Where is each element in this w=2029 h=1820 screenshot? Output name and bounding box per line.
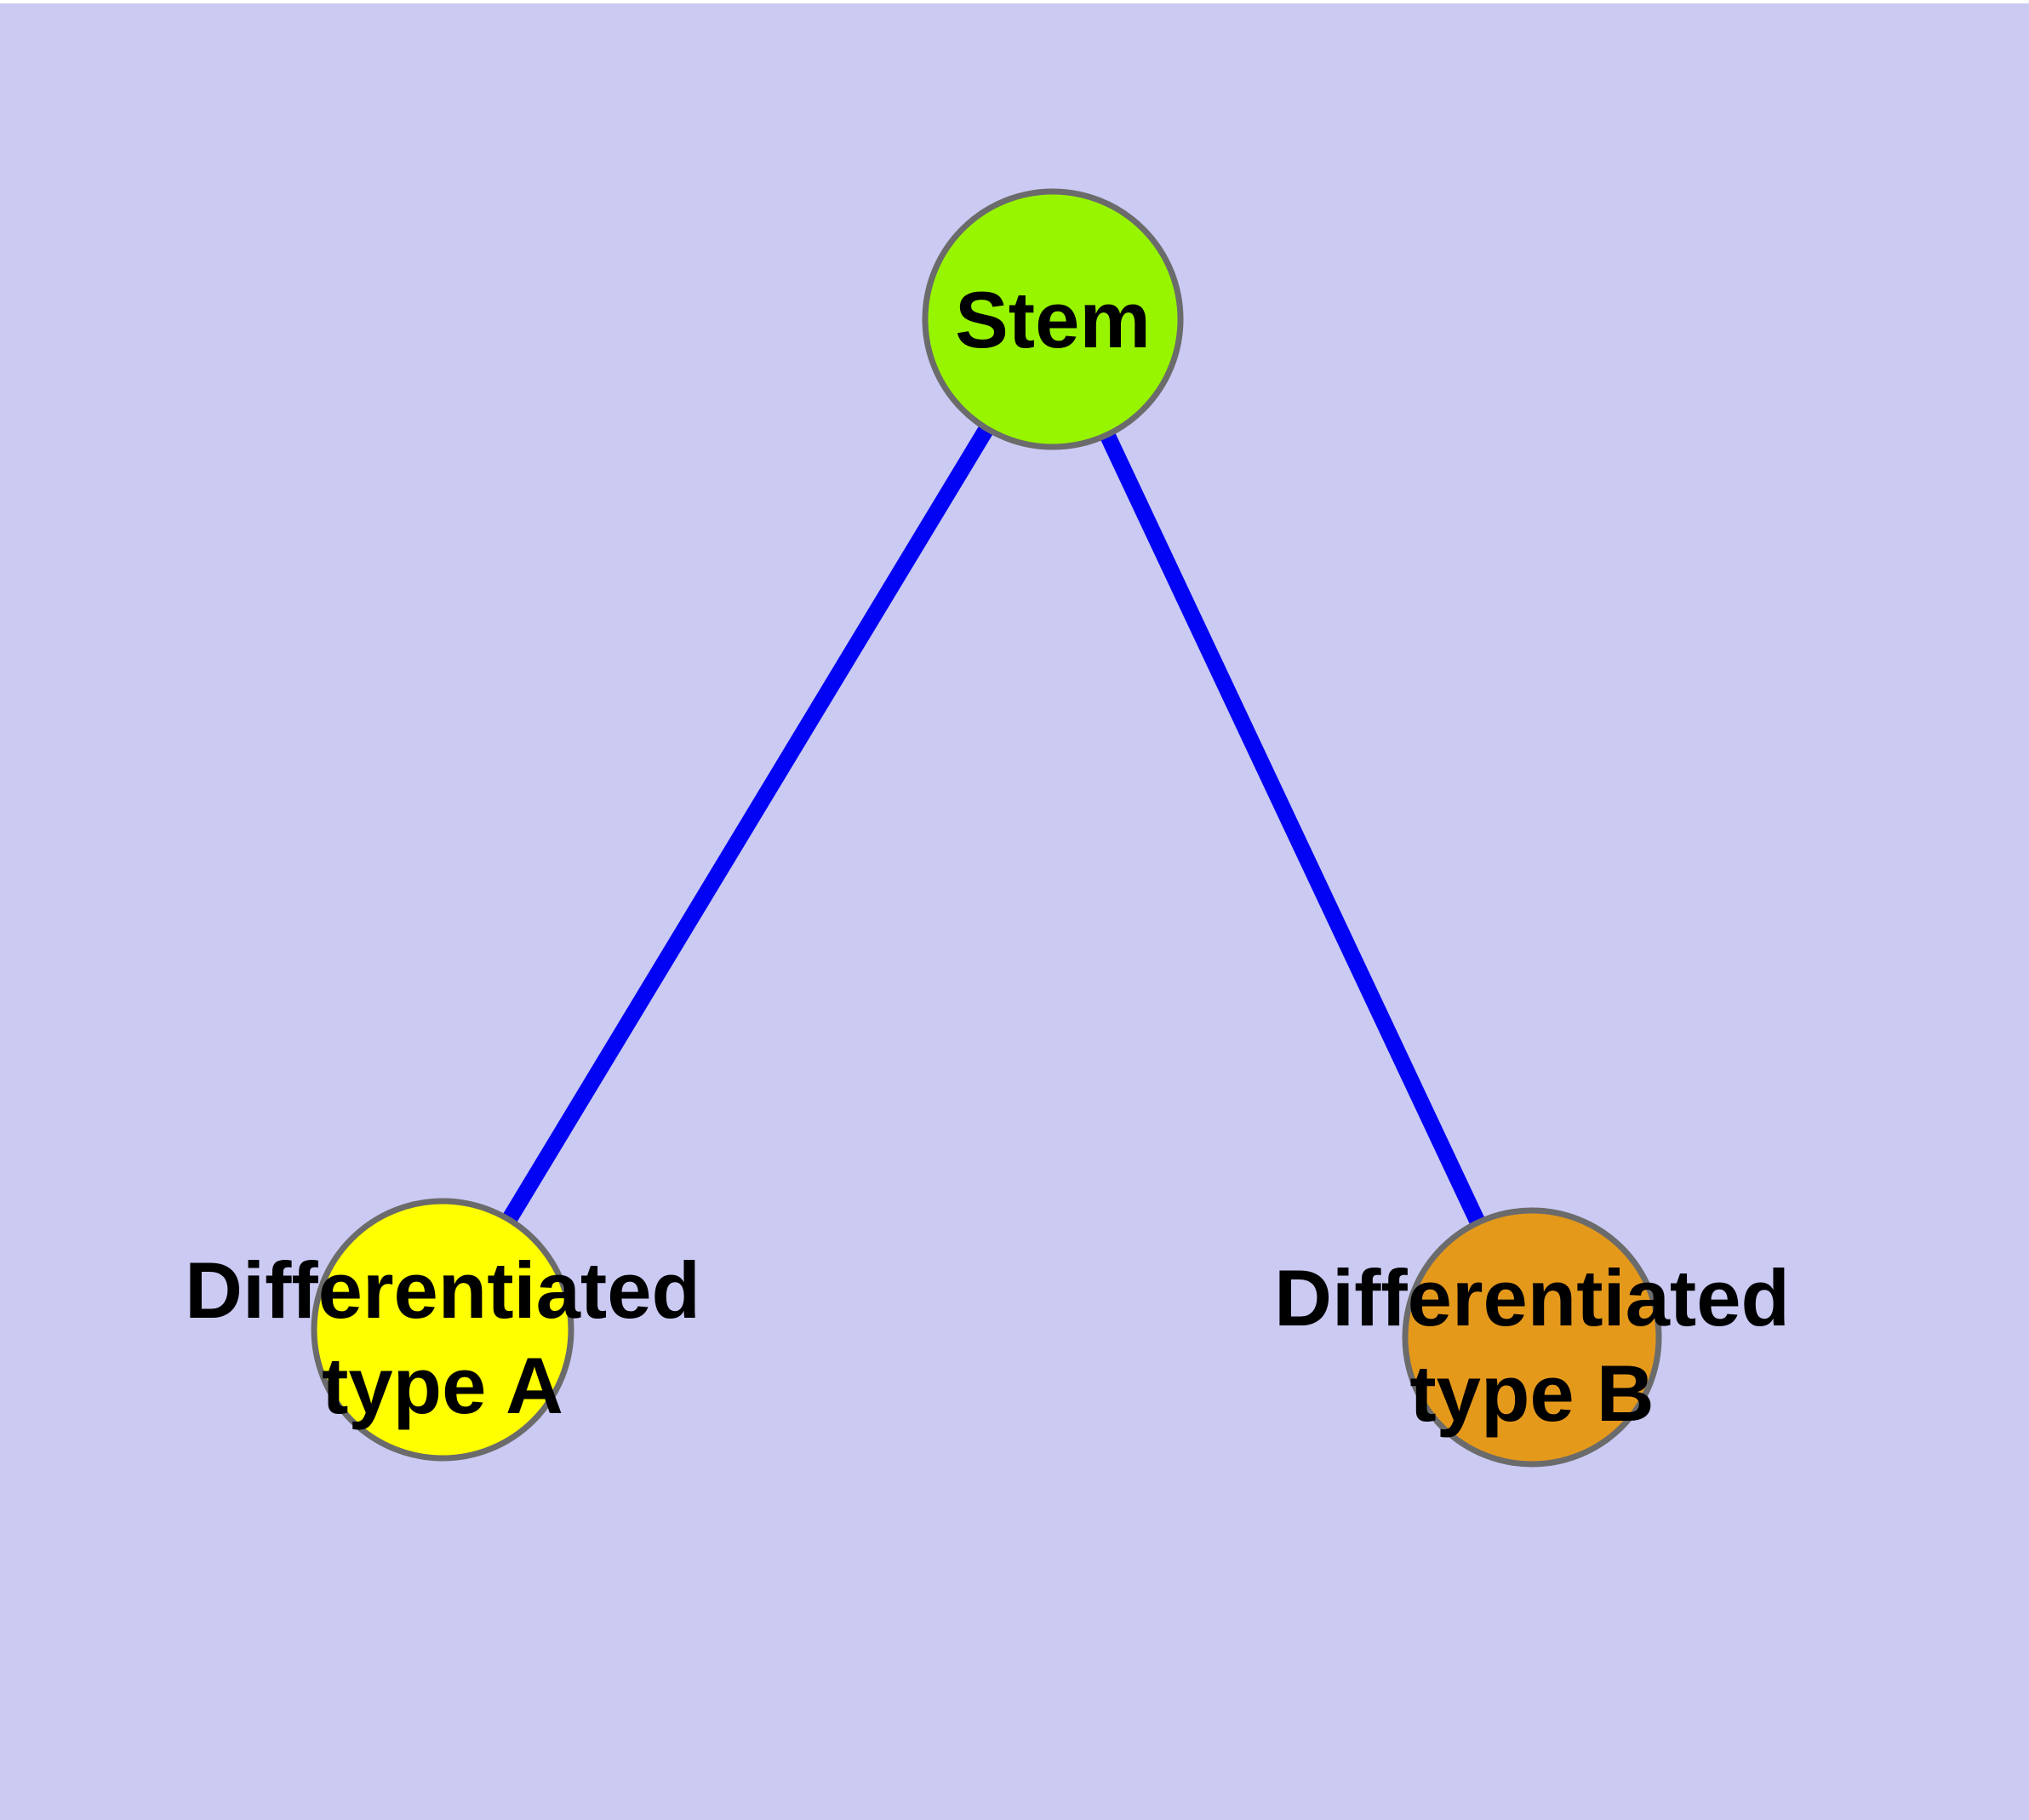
- node-stem: [922, 188, 1184, 450]
- node-type-a-label-line2: type A: [322, 1341, 563, 1430]
- edge-stem-to-type-b: [1044, 311, 1540, 1346]
- node-differentiated-type-a: [311, 1198, 574, 1462]
- node-type-b-label-line2: type B: [1409, 1348, 1654, 1438]
- edge-stem-to-type-a: [434, 311, 1061, 1338]
- node-differentiated-type-b: [1402, 1207, 1662, 1468]
- node-stem-label: Stem: [955, 275, 1151, 364]
- node-type-a-label-line1: Differentiated: [185, 1245, 700, 1335]
- node-type-b-label-line1: Differentiated: [1274, 1253, 1790, 1342]
